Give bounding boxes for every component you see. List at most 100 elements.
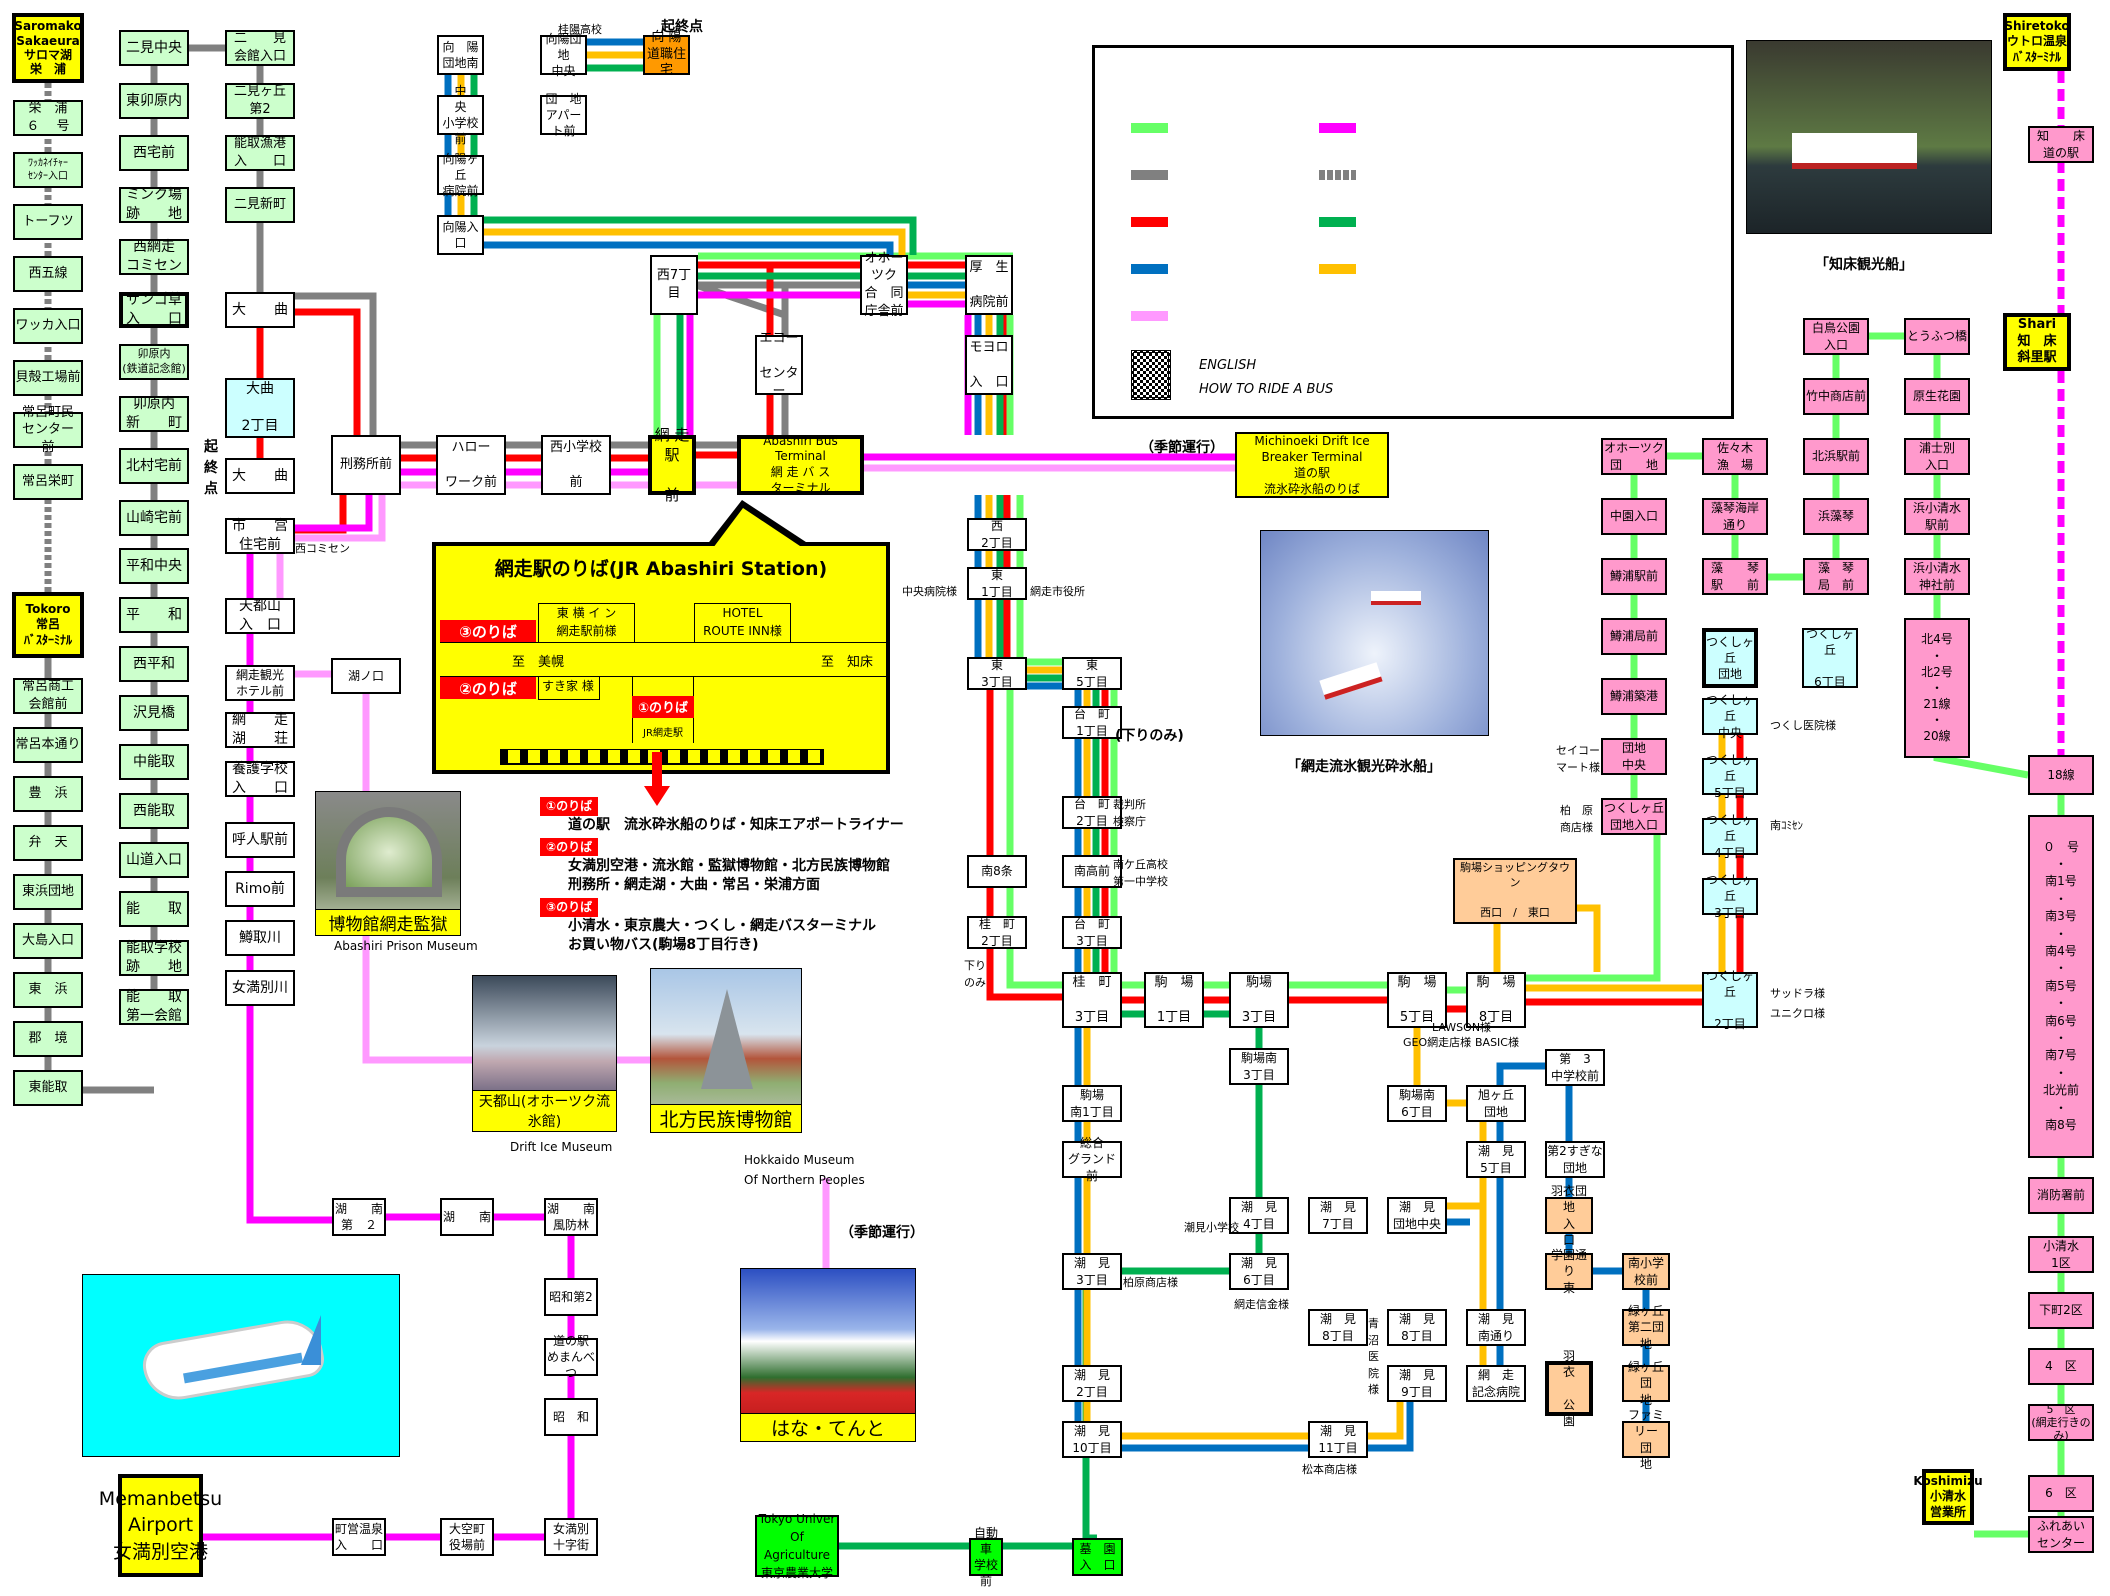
stop-shiomi4[interactable]: 潮 見 4丁目 xyxy=(1229,1197,1289,1234)
stop-kinen-byoin[interactable]: 網 走 記念病院 xyxy=(1466,1365,1526,1402)
stop-chuo-shogakko[interactable]: 中 央 小学校前 xyxy=(437,84,484,146)
stop-higashi1[interactable]: 東 1丁目 xyxy=(967,567,1027,600)
stop-shari-e-8[interactable]: 6 区 xyxy=(2028,1475,2094,1512)
stop-shari-e-5[interactable]: 下町2区 xyxy=(2028,1292,2094,1329)
stop-shari-c-3[interactable]: 浜藻琴 xyxy=(1803,498,1869,535)
stop-hagoromo-2[interactable]: 南小学校前 xyxy=(1622,1253,1670,1290)
stop-hagoromo-3[interactable]: 緑ヶ丘 第二団地 xyxy=(1622,1304,1670,1351)
stop-col2-15[interactable]: 西能取 xyxy=(119,793,189,829)
stop-col3-0[interactable]: 二 見 会館入口 xyxy=(225,30,295,66)
stop-koyo-danchi-chuo[interactable]: 向陽団地 中央 xyxy=(540,32,587,78)
stop-daimachi2[interactable]: 台 町 2丁目 xyxy=(1062,796,1122,829)
stop-tsukushi-0[interactable]: つくしヶ丘 団地 xyxy=(1702,628,1758,688)
stop-hagoromo-0[interactable]: 羽衣団地 入 口 xyxy=(1545,1184,1593,1247)
stop-hello-work[interactable]: ハロー ワーク前 xyxy=(436,435,506,495)
stop-hagoromo-4[interactable]: 緑ヶ丘 団 地 xyxy=(1622,1360,1670,1407)
legend-how-to-ride-link[interactable]: HOW TO RIDE A BUS xyxy=(1199,382,1334,397)
stop-col1-12[interactable]: 東浜団地 xyxy=(13,874,83,910)
stop-konan-6[interactable]: 女満別 十字街 xyxy=(544,1518,598,1556)
stop-col2-14[interactable]: 中能取 xyxy=(119,744,189,780)
stop-omagari-11[interactable]: 女満別川 xyxy=(225,970,295,1006)
stop-shari-e-4[interactable]: 小清水 1区 xyxy=(2028,1236,2094,1273)
stop-moyoro[interactable]: モヨロ 入 口 xyxy=(965,335,1013,395)
stop-col1-14[interactable]: 東 浜 xyxy=(13,972,83,1008)
stop-dai2-sugina[interactable]: 第2すぎな 団地 xyxy=(1545,1141,1605,1178)
stop-konan-0[interactable]: 湖 南 第 ２ xyxy=(332,1198,386,1236)
stop-col2-1[interactable]: 東卯原内 xyxy=(119,83,189,119)
stop-col1-6[interactable]: 常呂町民 センター 前 xyxy=(13,405,83,455)
stop-okhotsk-godo[interactable]: オホーツク 合 同 庁舎前 xyxy=(860,251,908,319)
stop-shari-a-6[interactable]: つくしヶ丘 団地入口 xyxy=(1601,798,1667,835)
stop-shiomi9[interactable]: 潮 見 9丁目 xyxy=(1387,1365,1447,1402)
stop-tsukushi-6[interactable]: つくしヶ丘 2丁目 xyxy=(1702,969,1758,1031)
stop-shari-a-5[interactable]: 団地 中央 xyxy=(1601,738,1667,775)
stop-shari-e-7[interactable]: 5 区 (網走行きのみ) xyxy=(2028,1403,2094,1442)
stop-col1-9[interactable]: 常呂本通り xyxy=(13,727,83,763)
noriba-2-marker[interactable]: ②のりば xyxy=(440,677,536,699)
stop-shari-a-3[interactable]: 鱒浦局前 xyxy=(1601,618,1667,655)
stop-echo-center[interactable]: エコー センター xyxy=(755,331,803,399)
stop-col2-3[interactable]: ミンク場 跡 地 xyxy=(119,187,189,223)
stop-shari-a-1[interactable]: 中園入口 xyxy=(1601,498,1667,535)
stop-keimusho[interactable]: 刑務所前 xyxy=(331,435,401,495)
terminal-saromako[interactable]: Saromako Sakaeura サロマ湖 栄 浦 xyxy=(12,13,84,83)
stop-shari-e-6[interactable]: 4 区 xyxy=(2028,1348,2094,1385)
terminal-tokyo-agri[interactable]: Tokyo Univer Of Agriculture 東京農業大学 xyxy=(755,1512,839,1580)
stop-koyo-danchi-minami[interactable]: 向 陽 団地南 xyxy=(437,35,484,75)
stop-col2-16[interactable]: 山道入口 xyxy=(119,842,189,878)
stop-hagoromo-1[interactable]: 学園通り 東 xyxy=(1545,1248,1593,1295)
stop-col2-7[interactable]: 卯原内 新 町 xyxy=(119,396,189,432)
stop-konan-1[interactable]: 湖 南 xyxy=(440,1198,494,1236)
stop-koyo-iriguchi[interactable]: 向陽入口 xyxy=(437,215,484,255)
stop-shari-d-3[interactable]: 浜小清水 駅前 xyxy=(1904,498,1970,535)
stop-shari-d-5[interactable]: 北4号 ・ 北2号 ・ 21線 ・ 20線 xyxy=(1904,618,1970,758)
stop-col2-5[interactable]: サンゴ草 入 口 xyxy=(119,292,189,328)
stop-shiomi-minami[interactable]: 潮 見 南通り xyxy=(1466,1309,1526,1346)
stop-shari-e-1[interactable]: 18線 xyxy=(2028,755,2094,795)
stop-dai3-chugakko[interactable]: 第 3 中学校前 xyxy=(1545,1049,1605,1086)
photo-icebreaker[interactable] xyxy=(1260,530,1489,736)
stop-shari-d-2[interactable]: 浦士別 入口 xyxy=(1904,438,1970,475)
stop-komaba1[interactable]: 駒 場 1丁目 xyxy=(1144,972,1204,1028)
stop-shiomi10[interactable]: 潮 見 10丁目 xyxy=(1062,1421,1122,1458)
stop-higashi5[interactable]: 東 5丁目 xyxy=(1062,657,1122,690)
stop-tsukushi-5[interactable]: つくしヶ丘 3丁目 xyxy=(1702,873,1758,920)
stop-katsuramachi2[interactable]: 桂 町 2丁目 xyxy=(967,916,1027,949)
terminal-tokoro[interactable]: Tokoro 常呂 ﾊﾞｽﾀｰﾐﾅﾙ xyxy=(12,592,84,658)
stop-komaba3[interactable]: 駒場 3丁目 xyxy=(1229,972,1289,1028)
stop-minami8jo[interactable]: 南8条 xyxy=(967,855,1027,888)
stop-shiomi7[interactable]: 潮 見 7丁目 xyxy=(1308,1197,1368,1234)
stop-col2-9[interactable]: 山崎宅前 xyxy=(119,500,189,536)
photo-hana-tento[interactable]: はな・てんと xyxy=(740,1268,916,1442)
stop-hagoromo-5[interactable]: ファミリー 団 地 xyxy=(1622,1408,1670,1471)
stop-komaba5[interactable]: 駒 場 5丁目 xyxy=(1387,972,1447,1028)
stop-shiomi2[interactable]: 潮 見 2丁目 xyxy=(1062,1365,1122,1402)
photo-shiretoko-boat[interactable] xyxy=(1746,40,1992,234)
photo-northern-peoples-museum[interactable]: 北方民族博物館 xyxy=(650,968,802,1133)
qr-code-icon[interactable] xyxy=(1131,350,1171,400)
stop-daimachi3[interactable]: 台 町 3丁目 xyxy=(1062,916,1122,949)
stop-jidosha-gakko[interactable]: 自動車 学校前 xyxy=(969,1526,1003,1588)
stop-col2-13[interactable]: 沢見橋 xyxy=(119,695,189,731)
stop-col1-2[interactable]: トーフツ xyxy=(13,204,83,240)
stop-shari-c-1[interactable]: 竹中商店前 xyxy=(1803,378,1869,415)
stop-komaba-minami3[interactable]: 駒場南 3丁目 xyxy=(1229,1048,1289,1085)
stop-shiomi8b[interactable]: 潮 見 8丁目 xyxy=(1387,1309,1447,1346)
stop-komaba-minami1[interactable]: 駒場 南1丁目 xyxy=(1062,1085,1122,1122)
stop-kosei[interactable]: 厚 生 病院前 xyxy=(965,255,1013,315)
stop-col1-1[interactable]: ﾜｯｶﾈｲﾁｬｰ ｾﾝﾀｰ入口 xyxy=(13,152,83,188)
stop-col2-17[interactable]: 能 取 xyxy=(119,891,189,927)
stop-omagari-5[interactable]: 網走観光 ホテル前 xyxy=(225,665,295,701)
stop-shari-c-0[interactable]: 白鳥公園 入口 xyxy=(1803,318,1869,355)
stop-shari-d-4[interactable]: 浜小清水 神社前 xyxy=(1904,558,1970,595)
stop-omagari-3[interactable]: 市 営 住宅前 xyxy=(225,518,295,554)
stop-omagari-8[interactable]: 呼人駅前 xyxy=(225,822,295,858)
stop-omagari-2[interactable]: 大 曲 xyxy=(225,458,295,494)
stop-col1-8[interactable]: 常呂商工 会館前 xyxy=(13,678,83,714)
stop-col3-3[interactable]: 二見新町 xyxy=(225,187,295,223)
stop-col1-16[interactable]: 東能取 xyxy=(13,1070,83,1106)
stop-col2-2[interactable]: 西宅前 xyxy=(119,135,189,171)
stop-col2-12[interactable]: 西平和 xyxy=(119,646,189,682)
stop-shari-e-9[interactable]: ふれあい センター xyxy=(2028,1516,2094,1553)
stop-omagari-4[interactable]: 天都山 入 口 xyxy=(225,598,295,634)
